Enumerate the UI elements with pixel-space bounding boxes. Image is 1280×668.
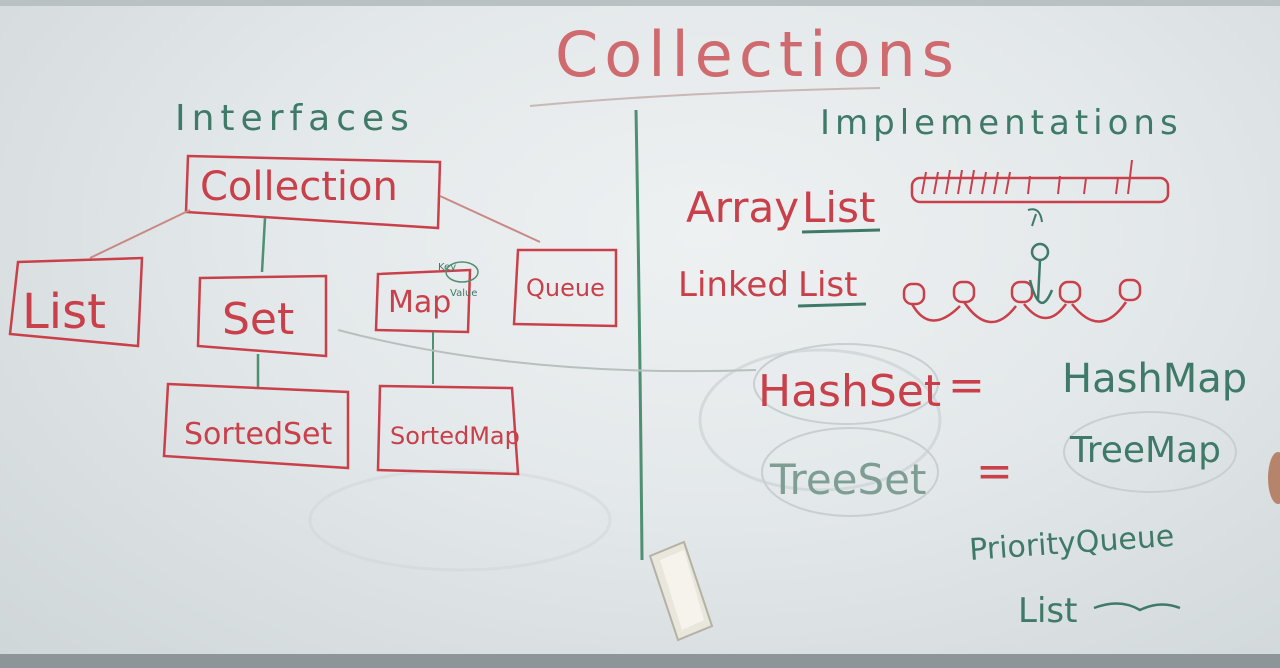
implementations-heading: Implementations	[820, 103, 1183, 143]
equals-tree: =	[976, 446, 1013, 497]
arraylist-prefix: Array	[686, 183, 799, 232]
hashset-circle	[753, 343, 939, 425]
linked-insert-node	[1028, 242, 1054, 304]
sortedmap-box	[376, 384, 520, 476]
line-collection-queue	[439, 195, 541, 243]
map-key-scribble	[445, 261, 479, 283]
line-collection-set	[260, 217, 267, 273]
erased-smudge	[698, 348, 942, 492]
equals-hash: =	[948, 360, 985, 411]
eraser[interactable]	[648, 540, 714, 642]
linkedlist-prefix: Linked	[678, 265, 789, 305]
array-diagram	[910, 176, 1170, 204]
array-cell-ticks	[921, 159, 1133, 195]
marker-tray	[0, 654, 1280, 668]
set-label: Set	[222, 294, 294, 345]
map-box	[374, 268, 472, 334]
line-set-hashset	[337, 329, 757, 373]
treemap-circle	[1063, 411, 1237, 493]
list-label: List	[22, 284, 106, 340]
insert-arrow	[1027, 208, 1043, 227]
line-collection-list	[89, 209, 191, 259]
collection-box	[184, 154, 442, 230]
map-label: Map	[388, 285, 451, 320]
priorityqueue-label: PriorityQueue	[968, 519, 1175, 568]
linkedlist-suffix: List	[798, 265, 857, 305]
erased-smudge	[308, 468, 612, 572]
list-box	[8, 256, 144, 348]
arraylist-suffix: List	[802, 183, 875, 232]
presenter-hand	[1268, 452, 1280, 504]
board-top-edge	[0, 0, 1280, 6]
sortedset-label: SortedSet	[184, 417, 332, 452]
treemap-label: TreeMap	[1069, 430, 1221, 471]
collection-label: Collection	[200, 164, 398, 210]
list-note: List	[1018, 591, 1077, 631]
treeset-circle	[761, 427, 939, 517]
hashset-label: HashSet	[758, 366, 941, 417]
queue-label: Queue	[526, 274, 605, 302]
linked-nodes	[902, 278, 1142, 324]
set-box	[196, 274, 328, 358]
center-divider-line	[634, 109, 644, 561]
hashmap-label: HashMap	[1062, 356, 1247, 402]
title-underline	[529, 87, 881, 107]
map-value-note: Value	[450, 288, 477, 299]
treeset-label: TreeSet	[769, 455, 926, 504]
linkedlist-underline	[797, 302, 867, 308]
queue-box	[512, 248, 618, 328]
arraylist-underline	[801, 228, 881, 234]
sortedset-box	[162, 382, 350, 470]
list-note-scribble	[1093, 602, 1181, 612]
title-collections: Collections	[555, 18, 960, 91]
sortedmap-label: SortedMap	[390, 422, 520, 450]
interfaces-heading: Interfaces	[175, 98, 415, 139]
